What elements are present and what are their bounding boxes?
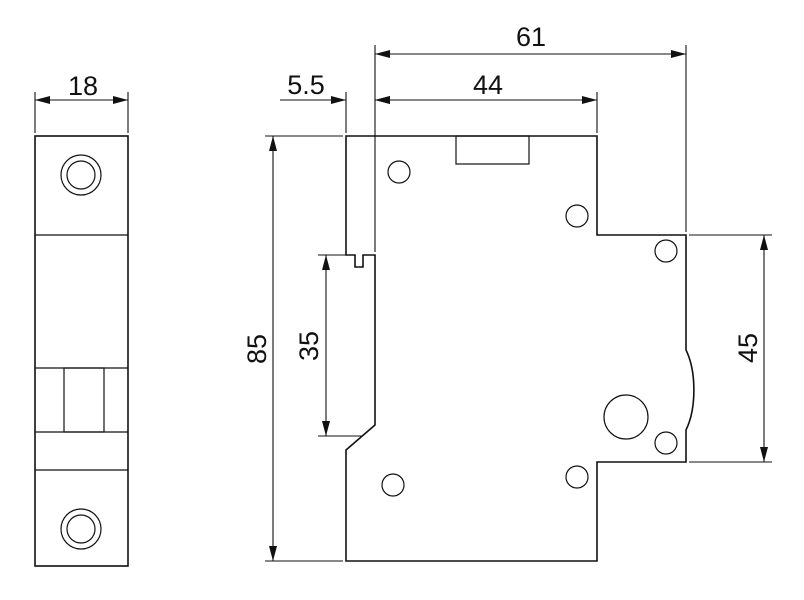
dimension-inner-width-label: 44 xyxy=(473,70,503,100)
dimension-inner-width: 44 xyxy=(375,70,598,133)
dimension-front-width: 18 xyxy=(34,71,129,133)
rivet-hole-icon xyxy=(654,239,678,263)
large-pivot-hole-icon xyxy=(603,394,649,440)
dimension-front-height: 45 xyxy=(689,234,772,463)
dimension-total-depth-label: 61 xyxy=(516,22,546,52)
dimension-front-height-label: 45 xyxy=(733,333,763,363)
rivet-hole-icon xyxy=(654,431,678,455)
toggle-lever xyxy=(63,367,105,433)
rivet-hole-icon xyxy=(381,473,405,497)
dimension-height: 85 xyxy=(242,135,343,562)
dimension-rail-height-label: 35 xyxy=(294,331,324,361)
dimension-offset: 5.5 xyxy=(280,70,390,133)
top-terminal-screw-icon xyxy=(60,154,102,196)
rivet-hole-icon xyxy=(387,160,411,184)
top-latch-slot xyxy=(455,135,530,165)
dimension-front-width-label: 18 xyxy=(68,71,98,101)
dimension-total-depth: 61 xyxy=(374,22,687,252)
rivet-hole-icon xyxy=(565,204,589,228)
side-view xyxy=(345,135,695,562)
front-body xyxy=(34,135,129,567)
front-view xyxy=(34,135,129,567)
bottom-terminal-screw-icon xyxy=(60,508,102,550)
dimension-height-label: 85 xyxy=(242,334,272,364)
dimension-rail-height: 35 xyxy=(294,254,362,437)
dimension-offset-label: 5.5 xyxy=(287,70,325,100)
rivet-hole-icon xyxy=(565,465,589,489)
side-body-outline xyxy=(345,135,695,562)
